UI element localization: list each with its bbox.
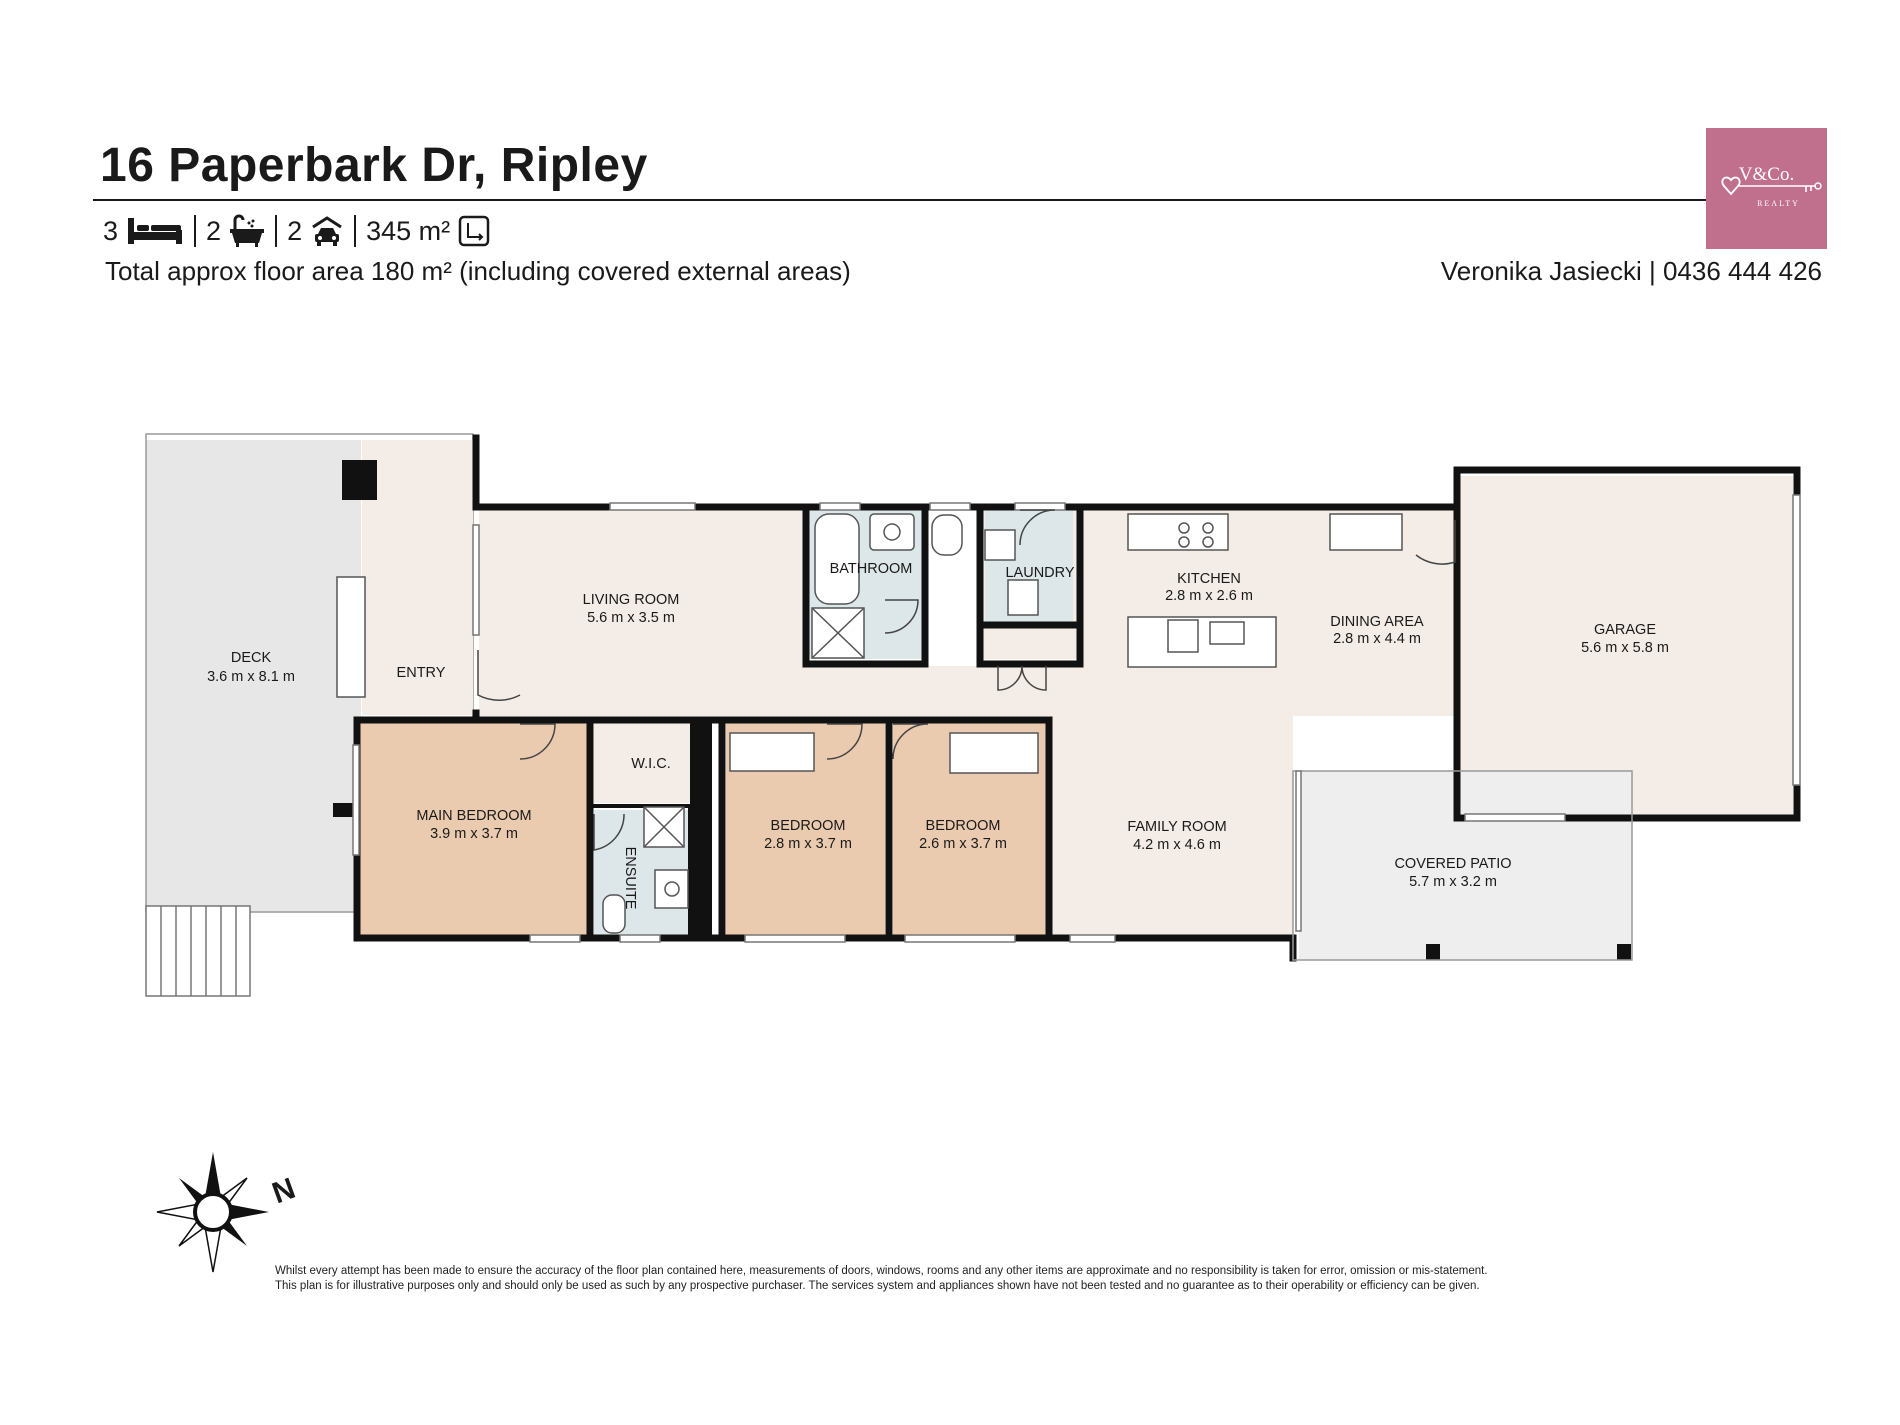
- ensuite-label: ENSUITE: [622, 847, 638, 910]
- bath-icon: [229, 214, 265, 248]
- disclaimer: Whilst every attempt has been made to en…: [275, 1264, 1675, 1294]
- deck-stairs: [145, 905, 251, 997]
- patio-outline: [1292, 770, 1633, 961]
- deck-dims: 3.6 m x 8.1 m: [207, 669, 295, 685]
- heart-key-icon: [1721, 176, 1822, 196]
- dining-area-dims: 2.8 m x 4.4 m: [1333, 631, 1421, 647]
- living-room-dims: 5.6 m x 3.5 m: [587, 610, 675, 626]
- garage-dims: 5.6 m x 5.8 m: [1581, 640, 1669, 656]
- living-room-label: LIVING ROOM: [583, 592, 680, 608]
- wic-floor: [594, 723, 709, 803]
- covered-patio-label: COVERED PATIO: [1394, 856, 1511, 872]
- disclaimer-line-1: Whilst every attempt has been made to en…: [275, 1265, 1488, 1277]
- property-address: 16 Paperbark Dr, Ripley: [100, 139, 648, 192]
- stats-separator: [275, 215, 278, 247]
- main-bedroom-dims: 3.9 m x 3.7 m: [430, 826, 518, 842]
- agency-logo: V&Co. REALTY: [1706, 128, 1827, 249]
- compass-icon: [156, 1152, 269, 1273]
- bedroom2-label: BEDROOM: [771, 818, 846, 834]
- garage-label: GARAGE: [1594, 622, 1656, 638]
- bedroom3-label: BEDROOM: [926, 818, 1001, 834]
- doors: [477, 509, 1456, 851]
- entry-label: ENTRY: [397, 665, 446, 681]
- bathroom-count: 2: [206, 215, 222, 246]
- patio-post: [1617, 944, 1631, 960]
- compass-north-letter: N: [268, 1172, 300, 1210]
- logo-subtext: REALTY: [1757, 199, 1800, 208]
- garage-floor: [1460, 476, 1793, 815]
- car-icon: [310, 215, 344, 247]
- agent-contact: Veronika Jasiecki | 0436 444 426: [1440, 256, 1822, 286]
- bedroom2-dims: 2.8 m x 3.7 m: [764, 836, 852, 852]
- covered-patio-dims: 5.7 m x 3.2 m: [1409, 874, 1497, 890]
- deck-wall-stub: [333, 803, 357, 817]
- deck-post: [342, 460, 377, 500]
- stats-separator: [354, 215, 357, 247]
- stats-separator: [194, 215, 197, 247]
- bathroom-label: BATHROOM: [830, 561, 913, 577]
- main-bedroom-label: MAIN BEDROOM: [416, 808, 531, 824]
- disclaimer-line-2: This plan is for illustrative purposes o…: [275, 1280, 1480, 1292]
- land-area-icon: [458, 215, 490, 247]
- deck-floor: [146, 440, 361, 912]
- patio-floor: [1299, 771, 1632, 960]
- ensuite-column: [690, 720, 712, 938]
- family-floor: [1050, 716, 1293, 941]
- logo-text: V&Co.: [1738, 164, 1795, 185]
- fixtures: [336, 513, 1403, 934]
- bed-icon: [126, 216, 184, 246]
- car-space-count: 2: [287, 215, 303, 246]
- land-area: 345 m²: [366, 215, 451, 246]
- windows: [352, 494, 1801, 943]
- entry-floor: [362, 440, 473, 715]
- main-bedroom-floor: [360, 723, 587, 935]
- kitchen-label: KITCHEN: [1177, 571, 1241, 587]
- deck-label: DECK: [231, 650, 272, 666]
- dining-area-label: DINING AREA: [1330, 614, 1424, 630]
- family-room-dims: 4.2 m x 4.6 m: [1133, 837, 1221, 853]
- bedroom-count: 3: [103, 215, 119, 246]
- property-stats: 3 2 2 345 m²: [103, 212, 490, 250]
- laundry-label: LAUNDRY: [1005, 565, 1074, 581]
- patio-post: [1426, 944, 1440, 960]
- header-divider: [93, 199, 1708, 201]
- bedroom3-dims: 2.6 m x 3.7 m: [919, 836, 1007, 852]
- family-room-label: FAMILY ROOM: [1127, 819, 1226, 835]
- floor-area-note: Total approx floor area 180 m² (includin…: [105, 256, 851, 286]
- wic-label: W.I.C.: [631, 756, 670, 772]
- kitchen-dims: 2.8 m x 2.6 m: [1165, 588, 1253, 604]
